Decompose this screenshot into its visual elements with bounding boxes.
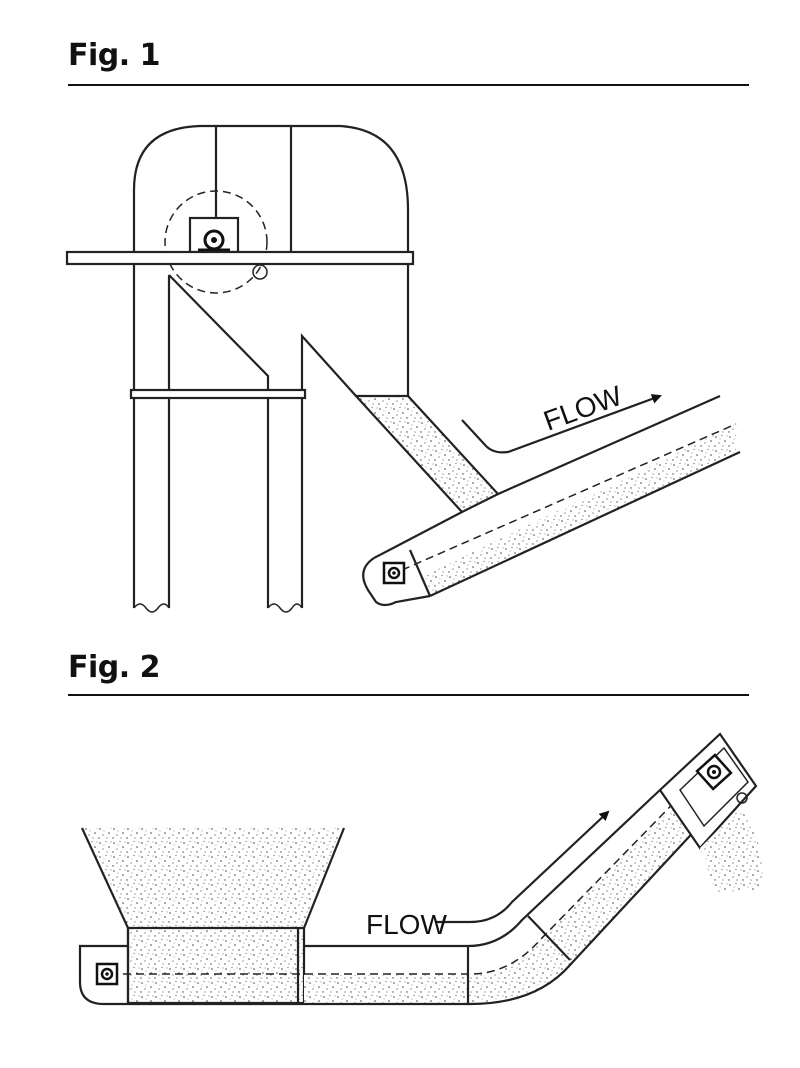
- figure-1-drawing: FLOW: [65, 124, 741, 613]
- flow-arrow-icon: [436, 810, 610, 924]
- figure-2-drawing: FLOW: [78, 732, 763, 1006]
- sprocket-icon: [695, 753, 733, 791]
- sprocket-icon: [198, 229, 230, 252]
- head-sprocket-outline: [164, 190, 268, 294]
- discharge-chute-material: [353, 394, 500, 514]
- flow-label-1: FLOW: [539, 380, 626, 437]
- inclined-conveyor-material: [420, 424, 736, 596]
- elevator-head-hood: [132, 124, 410, 252]
- figure-2-divider: [68, 694, 749, 696]
- figure-1-title: Fig. 1: [68, 38, 160, 73]
- head-drive-box: [658, 732, 758, 850]
- flow-label-2: FLOW: [366, 909, 447, 940]
- casing-band: [129, 388, 307, 400]
- discharge-spill-material: [700, 808, 763, 892]
- figure-1-divider: [68, 84, 749, 86]
- flow-arrow-icon: [461, 394, 662, 454]
- platform-beam: [65, 250, 415, 266]
- horizontal-conveyor-material: [304, 790, 710, 1004]
- figure-2-title: Fig. 2: [68, 650, 160, 685]
- sprocket-icon: [95, 962, 119, 986]
- hopper-throat-material: [126, 926, 306, 1005]
- feed-hopper-material: [82, 828, 344, 928]
- sprocket-icon: [382, 561, 406, 585]
